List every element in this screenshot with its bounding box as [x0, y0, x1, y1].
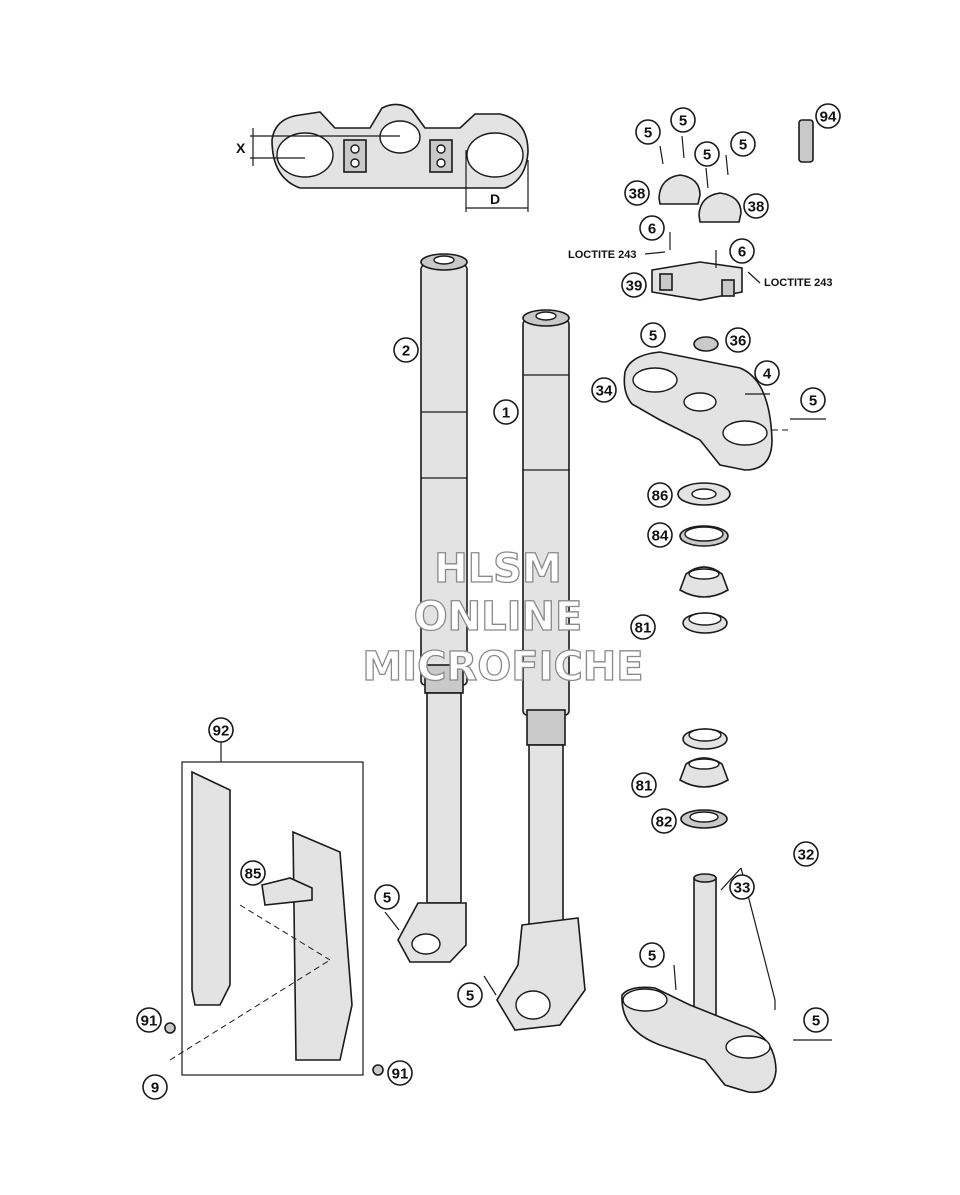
callout-5-leg-right: 5	[457, 982, 483, 1008]
callout-9: 9	[142, 1074, 168, 1100]
callout-91-right: 91	[387, 1060, 413, 1086]
callout-33: 33	[729, 874, 755, 900]
top-clamp-detail	[250, 103, 529, 212]
svg-text:5: 5	[739, 137, 747, 154]
svg-text:6: 6	[648, 221, 656, 238]
svg-text:81: 81	[636, 778, 653, 795]
upper-triple-clamp	[623, 336, 826, 471]
loctite-leader-left	[644, 251, 666, 255]
svg-text:5: 5	[648, 948, 656, 965]
svg-text:4: 4	[763, 366, 772, 383]
bolt-leg-left	[384, 911, 400, 931]
callout-81-lower: 81	[631, 772, 657, 798]
svg-text:82: 82	[656, 814, 673, 831]
svg-text:38: 38	[629, 186, 646, 203]
callout-82: 82	[651, 808, 677, 834]
callout-5-top-b: 5	[670, 107, 696, 133]
svg-text:91: 91	[141, 1013, 158, 1030]
callout-85: 85	[240, 860, 266, 886]
callout-39: 39	[621, 272, 647, 298]
svg-text:5: 5	[649, 328, 657, 345]
fork-guard-kit	[164, 742, 384, 1076]
watermark-line-1: HLSM	[434, 546, 562, 592]
callout-84: 84	[647, 522, 673, 548]
callout-1: 1	[493, 399, 519, 425]
svg-text:86: 86	[652, 488, 669, 505]
svg-text:5: 5	[466, 988, 474, 1005]
fork-leg-1	[496, 309, 586, 1031]
svg-text:9: 9	[151, 1080, 159, 1097]
callout-5-clamp: 5	[640, 322, 666, 348]
callout-94: 94	[815, 103, 841, 129]
loctite-label-left: LOCTITE 243	[568, 249, 636, 261]
svg-text:5: 5	[703, 147, 711, 164]
loctite-label-right: LOCTITE 243	[764, 277, 832, 289]
bolts-top	[659, 119, 814, 268]
callout-34: 34	[591, 377, 617, 403]
svg-text:94: 94	[820, 109, 837, 126]
svg-text:38: 38	[748, 199, 765, 216]
callout-2: 2	[393, 337, 419, 363]
dimension-x-label: X	[236, 140, 246, 156]
bolt-leg-right	[483, 975, 497, 996]
svg-text:5: 5	[679, 113, 687, 130]
callout-6-left: 6	[639, 215, 665, 241]
handlebar-clamps	[651, 174, 743, 301]
svg-text:33: 33	[734, 880, 751, 897]
svg-text:34: 34	[596, 383, 613, 400]
callout-5-leg-left: 5	[374, 884, 400, 910]
bearing-stack	[677, 482, 731, 829]
loctite-leader-right	[747, 271, 761, 284]
svg-text:5: 5	[809, 393, 817, 410]
steering-stem	[621, 867, 832, 1094]
svg-text:81: 81	[635, 620, 652, 637]
svg-text:5: 5	[383, 890, 391, 907]
svg-text:6: 6	[738, 244, 746, 261]
svg-text:5: 5	[812, 1013, 820, 1030]
svg-text:2: 2	[402, 343, 410, 360]
callout-36: 36	[725, 327, 751, 353]
callout-91-left: 91	[136, 1007, 162, 1033]
svg-text:92: 92	[213, 723, 230, 740]
callout-4: 4	[754, 360, 780, 386]
callout-6-right: 6	[729, 238, 755, 264]
callout-5-clamp-side: 5	[800, 387, 826, 413]
svg-text:1: 1	[502, 405, 510, 422]
svg-text:39: 39	[626, 278, 643, 295]
svg-text:36: 36	[730, 333, 747, 350]
fork-leg-2	[397, 253, 468, 963]
watermark-line-2: ONLINE	[414, 594, 583, 640]
svg-text:91: 91	[392, 1066, 409, 1083]
callout-92: 92	[208, 717, 234, 743]
callout-5-top-d: 5	[730, 131, 756, 157]
callout-38-left: 38	[624, 180, 650, 206]
svg-text:5: 5	[644, 125, 652, 142]
svg-text:84: 84	[652, 528, 669, 545]
callout-5-top-c: 5	[694, 141, 720, 167]
callout-81-upper: 81	[630, 614, 656, 640]
callout-5-stem-side: 5	[803, 1007, 829, 1033]
callout-5-stem-top: 5	[639, 942, 665, 968]
watermark-line-3: MICROFICHE	[362, 644, 643, 690]
callout-86: 86	[647, 482, 673, 508]
callout-38-right: 38	[743, 193, 769, 219]
svg-text:32: 32	[798, 847, 815, 864]
callout-32: 32	[793, 841, 819, 867]
svg-text:85: 85	[245, 866, 262, 883]
dimension-d-label: D	[490, 191, 500, 207]
callout-5-top-a: 5	[635, 119, 661, 145]
